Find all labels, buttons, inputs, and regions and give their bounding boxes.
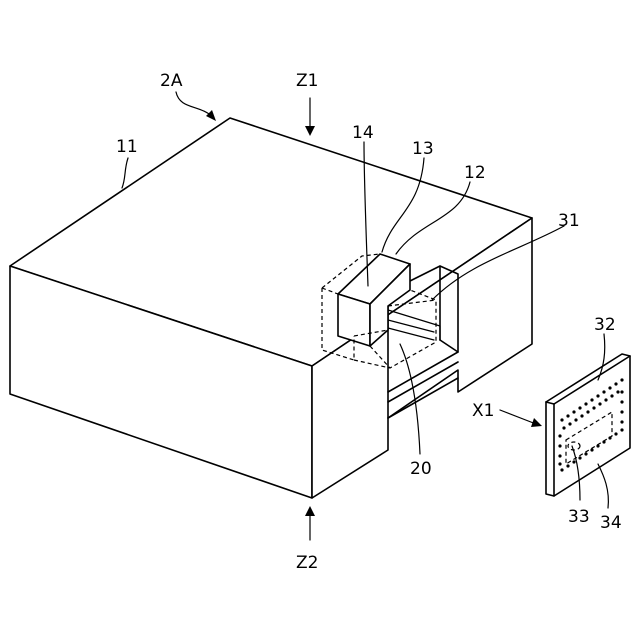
label-33: 33 xyxy=(568,507,590,527)
label-z2: Z2 xyxy=(296,553,318,573)
label-20: 20 xyxy=(410,459,432,479)
label-14: 14 xyxy=(352,123,374,143)
label-32: 32 xyxy=(594,315,616,335)
label-11: 11 xyxy=(116,137,138,157)
label-13: 13 xyxy=(412,139,434,159)
plate-front xyxy=(546,354,630,496)
main-block xyxy=(10,118,532,498)
label-z1: Z1 xyxy=(296,71,318,91)
label-x1: X1 xyxy=(472,401,494,421)
plate-component xyxy=(546,354,630,496)
label-12: 12 xyxy=(464,163,486,183)
cube-front xyxy=(338,294,370,346)
label-31: 31 xyxy=(558,211,580,231)
label-34: 34 xyxy=(600,513,622,533)
label-2a: 2A xyxy=(160,71,183,91)
